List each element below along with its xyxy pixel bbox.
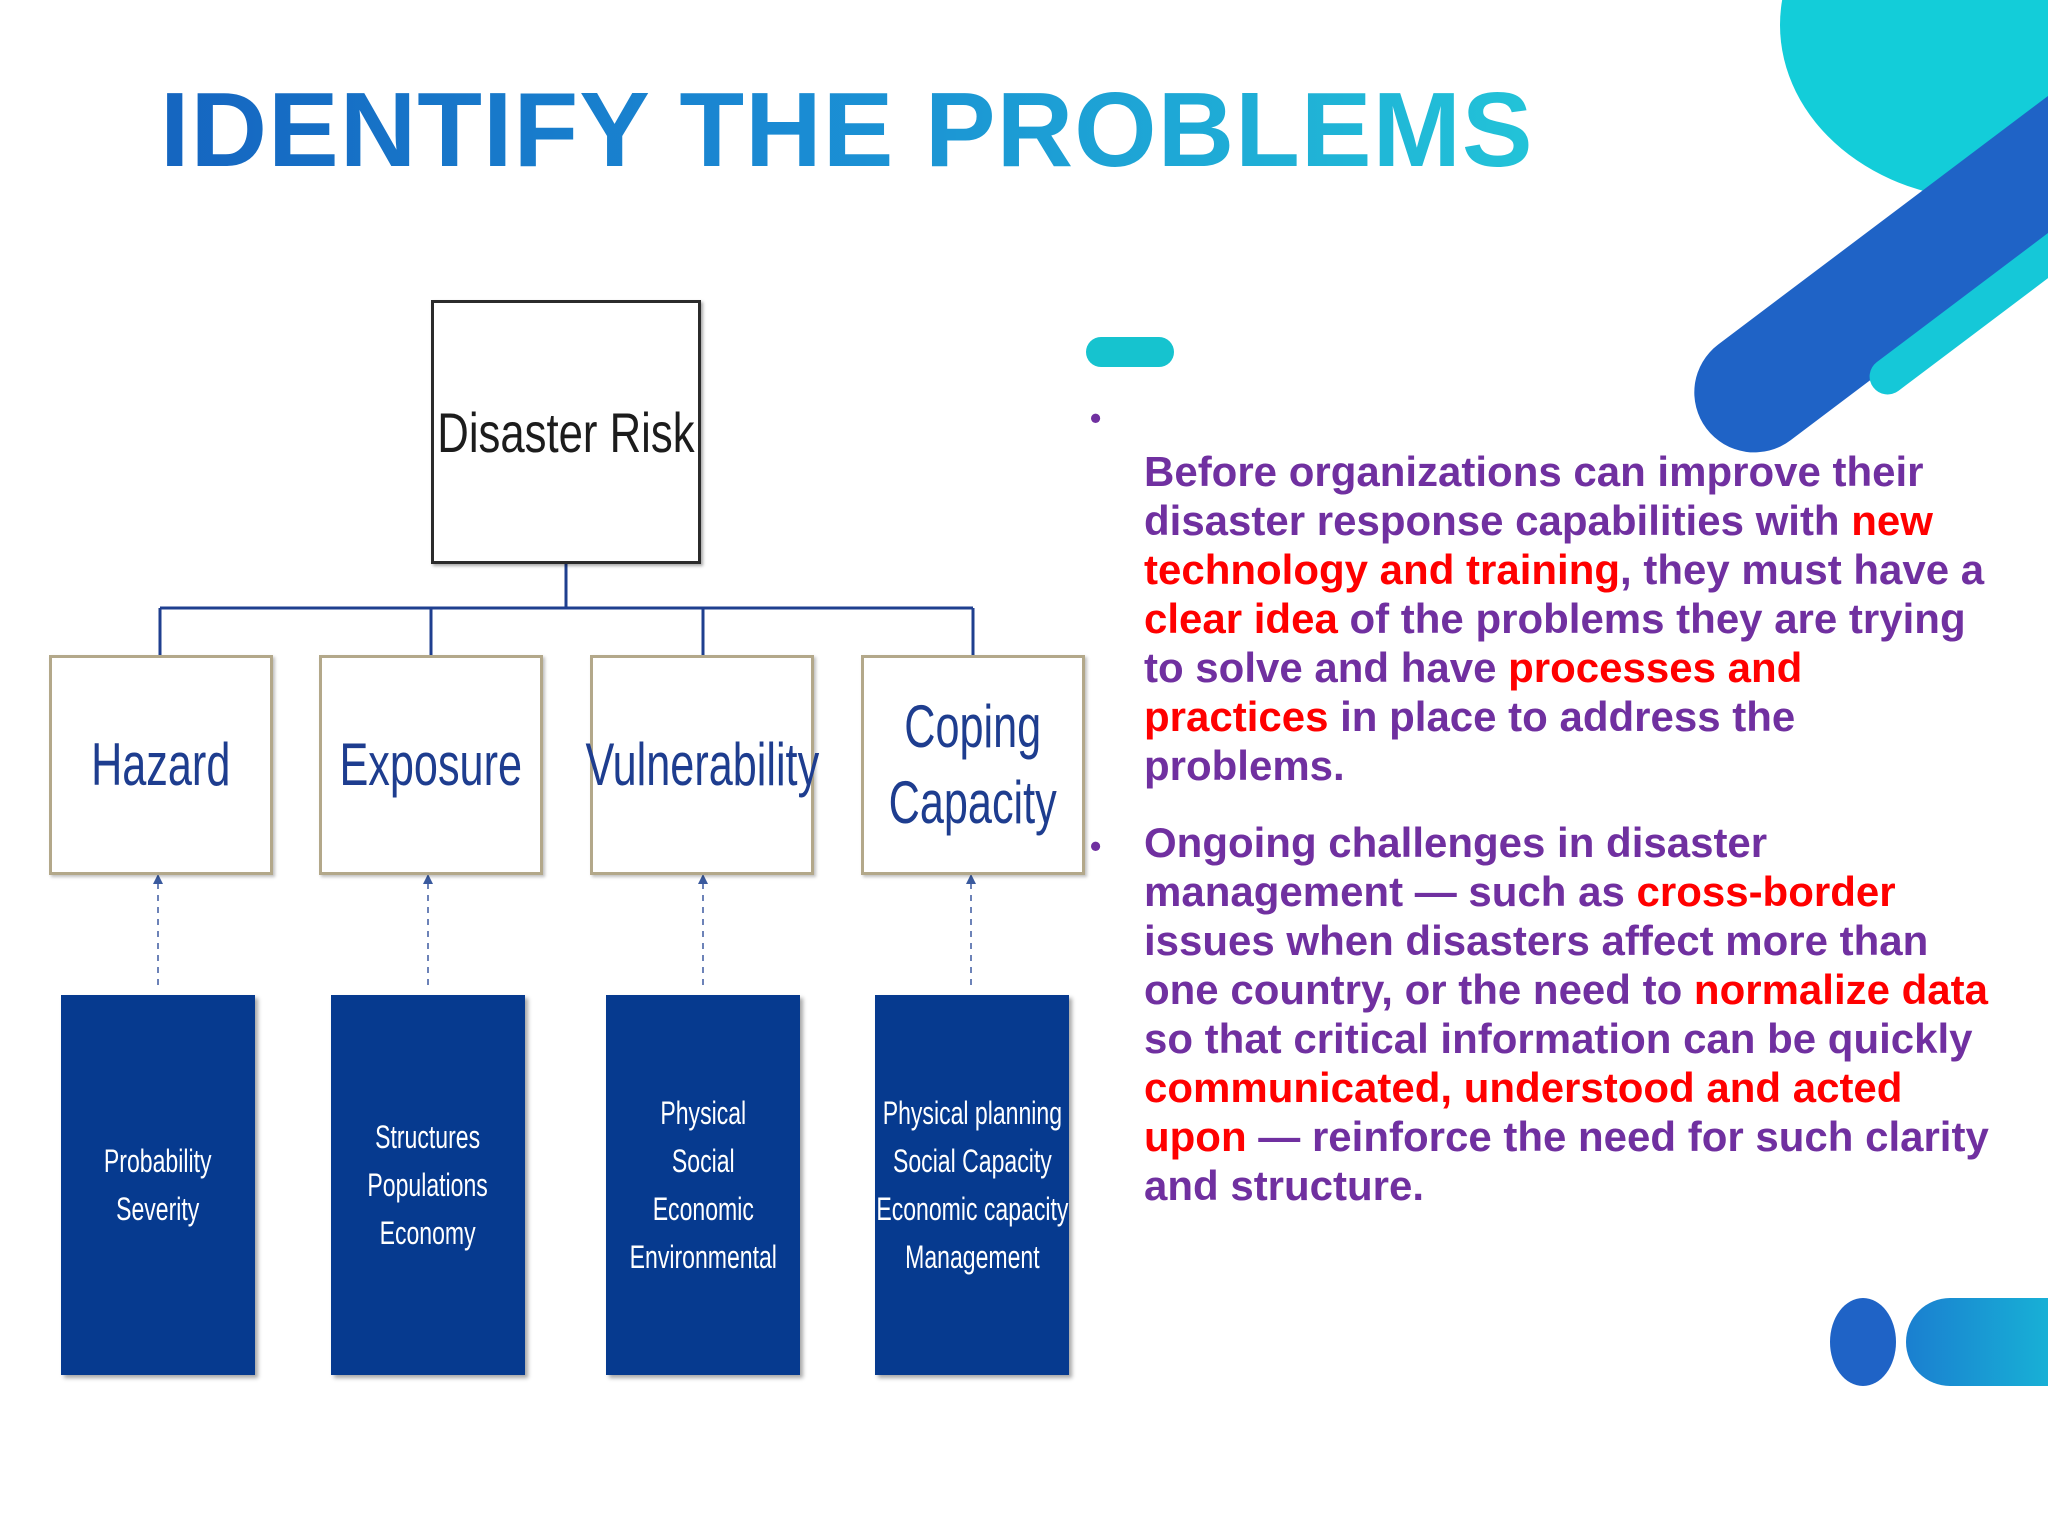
sub-item: Populations — [367, 1167, 489, 1203]
category-box-exposure: Exposure — [319, 655, 543, 875]
bullet-item: • Before organizations can improve their… — [1090, 398, 1990, 790]
category-box-vulnerability: Vulnerability — [585, 655, 819, 875]
bullet-highlight: new technology and training — [1144, 497, 1933, 593]
sub-item: Social — [671, 1143, 735, 1179]
slide-title: IDENTIFY THE PROBLEMS — [160, 71, 1534, 189]
diagram-connectors — [153, 564, 976, 985]
bullet-segment: so that critical information can be quic… — [1144, 1015, 1973, 1062]
bullet-list: • Before organizations can improve their… — [1090, 398, 1990, 1210]
sub-item: Probability — [104, 1143, 212, 1179]
category-box-hazard: Hazard — [49, 655, 273, 875]
sub-box-vulnerability: Physical Social Economic Environmental — [606, 995, 800, 1375]
arrowhead-hazard — [153, 874, 163, 884]
bullet-item: • Ongoing challenges in disaster managem… — [1090, 818, 1990, 1210]
arrowhead-coping — [966, 874, 976, 884]
bullet-highlight: processes and practices — [1144, 644, 1803, 740]
sub-box-exposure: Structures Populations Economy — [331, 995, 525, 1375]
bullet-segment: issues when disasters affect more than o… — [1144, 917, 1929, 1013]
bullet-segment: Ongoing challenges in disaster managemen… — [1144, 819, 1768, 915]
sub-item: Structures — [375, 1119, 481, 1155]
bullet-segment: — reinforce the need for such clarity an… — [1144, 1113, 1989, 1209]
bullet-dot-icon: • — [1090, 828, 1102, 864]
sub-item: Environmental — [629, 1239, 777, 1275]
root-label: Disaster Risk — [437, 400, 695, 464]
sub-item: Economy — [379, 1215, 477, 1251]
category-label-coping-capacity: Coping Capacity — [888, 693, 1058, 836]
bullet-segment: , they must have a — [1620, 546, 1985, 593]
bullet-segment: Before organizations can improve their d… — [1144, 448, 1924, 544]
category-label-hazard: Hazard — [91, 731, 231, 798]
root-box: Disaster Risk — [431, 300, 701, 564]
bullet-text: Ongoing challenges in disaster managemen… — [1144, 818, 1990, 1210]
bullet-segment: in place to address the problems. — [1144, 693, 1796, 789]
sub-box-hazard: Probability Severity — [61, 995, 255, 1375]
sub-item: Management — [904, 1239, 1040, 1275]
category-label-vulnerability: Vulnerability — [585, 731, 819, 798]
decorative-pill — [1906, 1298, 2048, 1386]
sub-item: Physical planning — [882, 1095, 1062, 1131]
category-label-exposure: Exposure — [339, 731, 523, 798]
sub-item: Economic — [652, 1191, 754, 1227]
decorative-oval — [1830, 1298, 1896, 1386]
sub-item: Physical — [660, 1095, 746, 1131]
sub-item: Economic capacity — [875, 1191, 1069, 1227]
category-box-coping-capacity: Coping Capacity — [861, 655, 1085, 875]
sub-items-coping-capacity: Physical planning Social Capacity Econom… — [876, 1089, 1068, 1281]
sub-items-vulnerability: Physical Social Economic Environmental — [629, 1089, 776, 1281]
sub-item: Social Capacity — [892, 1143, 1052, 1179]
bullet-text: Before organizations can improve their d… — [1144, 447, 1990, 790]
arrowhead-vulnerability — [698, 874, 708, 884]
disaster-risk-diagram: Disaster Risk Hazard Exposure Vulnerabil… — [49, 300, 1085, 1375]
sub-item: Severity — [116, 1191, 200, 1227]
sub-box-coping-capacity: Physical planning Social Capacity Econom… — [875, 995, 1069, 1375]
sub-items-exposure: Structures Populations Economy — [368, 1113, 488, 1257]
bullet-highlight: clear idea — [1144, 595, 1338, 642]
sub-items-hazard: Probability Severity — [104, 1137, 212, 1233]
arrowhead-exposure — [423, 874, 433, 884]
decorative-dash — [1086, 337, 1174, 367]
bullet-highlight: communicated, understood and acted upon — [1144, 1064, 1903, 1160]
bullet-highlight: cross-border — [1636, 868, 1896, 915]
bullet-highlight: normalize data — [1693, 966, 1989, 1013]
bullet-segment: of the problems they are trying to solve… — [1144, 595, 1966, 691]
bullet-dot-icon: • — [1090, 400, 1102, 436]
